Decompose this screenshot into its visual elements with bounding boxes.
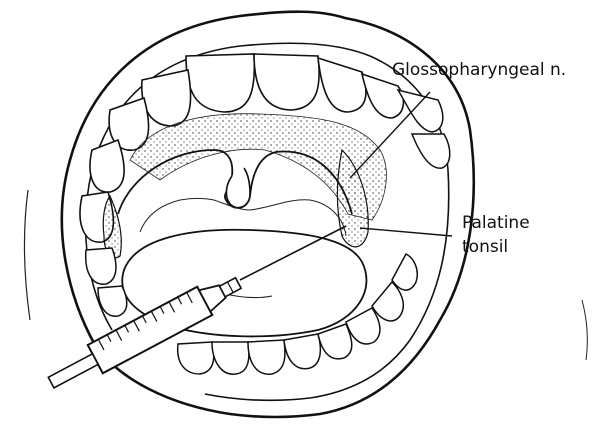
label-palatine-tonsil-line2: tonsil xyxy=(462,237,508,257)
label-glossopharyngeal-nerve: Glossopharyngeal n. xyxy=(392,60,566,80)
lower-tooth-4 xyxy=(284,334,320,369)
uvula xyxy=(226,168,250,208)
lower-tooth-1 xyxy=(178,342,214,374)
upper-incisor-left xyxy=(186,54,254,112)
upper-right-molars xyxy=(398,90,450,168)
upper-lateral-left xyxy=(142,70,191,126)
upper-lateral-right xyxy=(318,58,366,112)
syringe-plunger-rod xyxy=(48,354,98,388)
upper-canine-right xyxy=(362,74,403,118)
lower-tooth-3 xyxy=(248,340,285,374)
upper-molar-right-2 xyxy=(412,134,450,168)
lower-tooth-2 xyxy=(212,342,249,374)
margin-stroke-right xyxy=(582,300,587,360)
margin-stroke-left xyxy=(24,190,30,320)
lower-tooth-left-1 xyxy=(86,248,116,284)
label-palatine-tonsil-line1: Palatine xyxy=(462,213,530,233)
upper-incisor-right xyxy=(254,54,319,110)
upper-molar-right-1 xyxy=(398,90,443,132)
lower-tooth-8 xyxy=(392,254,417,290)
leader-line-palatine-tonsil xyxy=(360,228,452,236)
upper-premolar-left xyxy=(90,140,124,192)
